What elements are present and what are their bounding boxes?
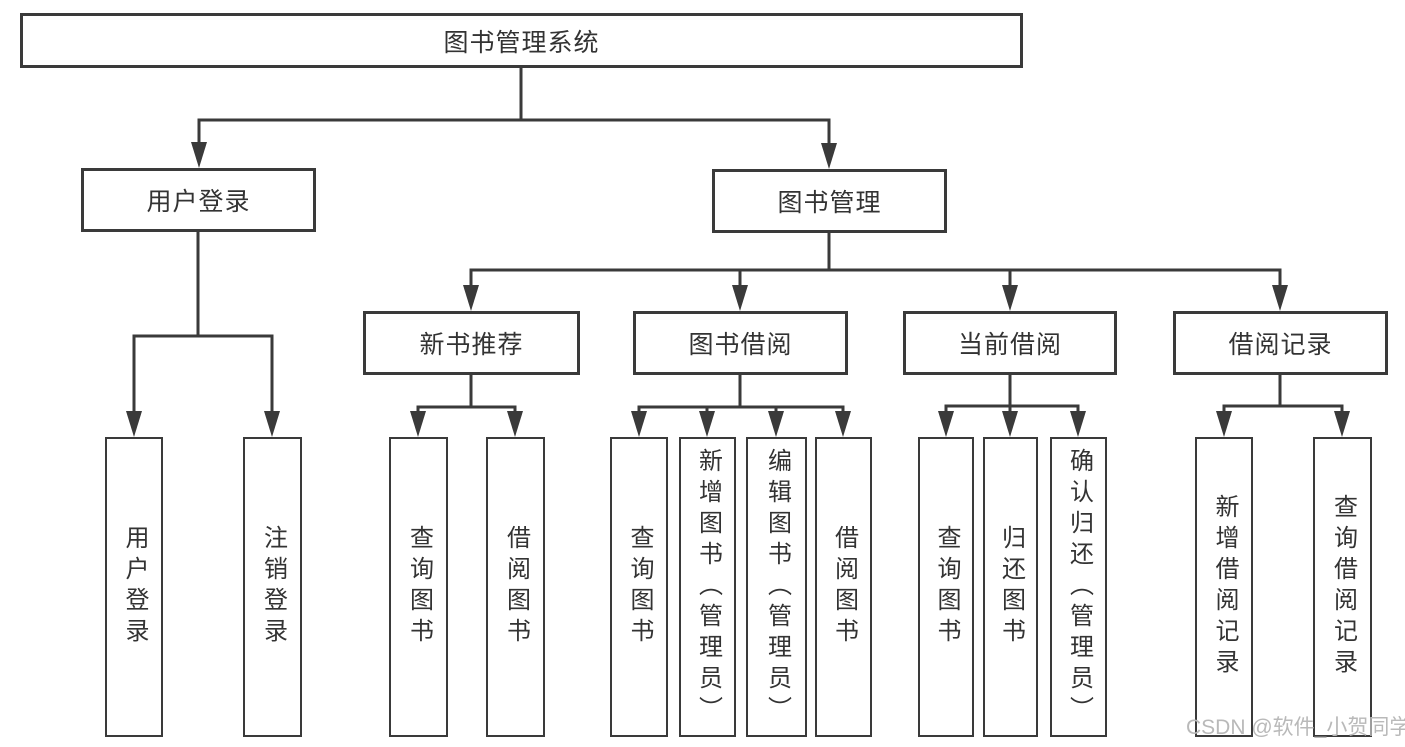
node-user-login: 用户登录 (81, 168, 316, 232)
leaf-add-borrow-record: 新增借阅记录 (1195, 437, 1253, 737)
leaf-query-books-recommend: 查询图书 (389, 437, 448, 737)
leaf-confirm-return-admin: 确认归还（管理员） (1050, 437, 1107, 737)
leaf-confirm-return-admin-label: 确认归还（管理员） (1065, 447, 1093, 727)
leaf-edit-books-admin: 编辑图书（管理员） (746, 437, 807, 737)
leaf-logout-label: 注销登录 (259, 525, 287, 649)
leaf-borrow-books: 借阅图书 (815, 437, 872, 737)
leaf-query-books-borrow: 查询图书 (610, 437, 668, 737)
leaf-user-login: 用户登录 (105, 437, 163, 737)
node-new-book-recommend: 新书推荐 (363, 311, 580, 375)
node-borrow-records: 借阅记录 (1173, 311, 1388, 375)
node-book-borrow: 图书借阅 (633, 311, 848, 375)
node-current-borrow: 当前借阅 (903, 311, 1117, 375)
leaf-query-books-recommend-label: 查询图书 (405, 525, 433, 649)
leaf-borrow-books-recommend-label: 借阅图书 (502, 525, 530, 649)
csdn-watermark: CSDN @软件_小贺同学 (1186, 716, 1405, 739)
leaf-query-books-borrow-label: 查询图书 (626, 525, 653, 649)
leaf-return-books: 归还图书 (983, 437, 1038, 737)
leaf-add-books-admin-label: 新增图书（管理员） (694, 447, 722, 727)
node-book-management: 图书管理 (712, 169, 947, 233)
leaf-logout: 注销登录 (243, 437, 302, 737)
leaf-user-login-label: 用户登录 (121, 525, 148, 649)
leaf-edit-books-admin-label: 编辑图书（管理员） (763, 447, 791, 727)
leaf-query-borrow-record-label: 查询借阅记录 (1329, 494, 1357, 680)
leaf-add-borrow-record-label: 新增借阅记录 (1211, 494, 1238, 680)
leaf-query-books-current: 查询图书 (918, 437, 974, 737)
leaf-borrow-books-recommend: 借阅图书 (486, 437, 545, 737)
leaf-return-books-label: 归还图书 (997, 525, 1025, 649)
node-library-system: 图书管理系统 (20, 13, 1023, 68)
leaf-query-borrow-record: 查询借阅记录 (1313, 437, 1372, 737)
leaf-borrow-books-label: 借阅图书 (830, 525, 858, 649)
leaf-query-books-current-label: 查询图书 (933, 525, 960, 649)
leaf-add-books-admin: 新增图书（管理员） (679, 437, 736, 737)
